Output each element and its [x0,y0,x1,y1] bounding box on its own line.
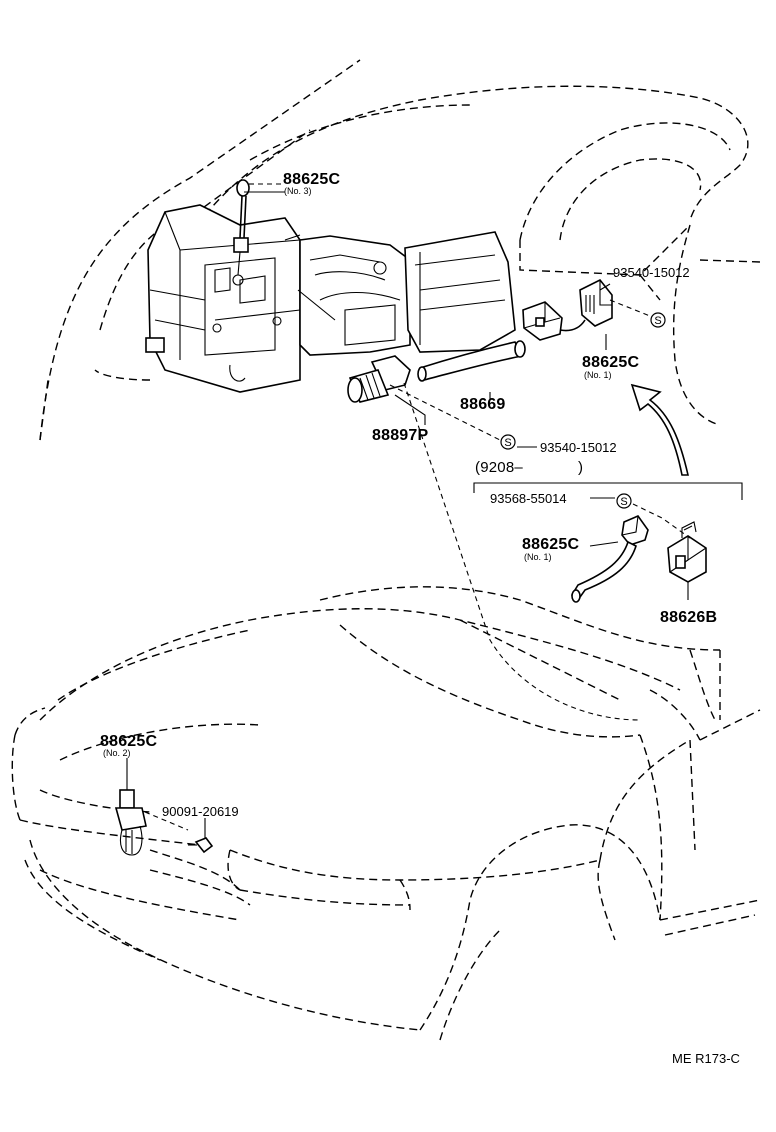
callout-88625c-no1-upper: 88625C [582,354,639,371]
callout-88625c-no1-upper-note: (No. 1) [584,370,612,380]
callout-93540-15012-upper: 93540-15012 [613,265,690,280]
callout-88897p: 88897P [372,427,428,444]
callout-88625c-no3-note: (No. 3) [284,186,312,196]
s-marker-3: S [616,493,632,509]
ambient-sensor-no2 [114,789,214,856]
dashboard-outline [39,59,761,441]
callout-88625c-no2-note: (No. 2) [103,748,131,758]
s-marker-2: S [500,434,516,450]
room-temp-sensor [522,278,613,341]
callout-88625c-no1-lower-note: (No. 1) [524,552,552,562]
aspirator [347,355,411,403]
evaporator-unit [404,231,516,353]
heater-unit [145,204,301,393]
callout-93568-55014: 93568-55014 [490,491,567,506]
reference-code: ME R173-C [672,1051,740,1066]
date-range-bracket [473,482,743,500]
date-range-close: ) [578,459,583,476]
aspirator-hose [417,340,526,382]
leader-lines [126,183,691,838]
svg-text:S: S [504,437,511,449]
callout-93540-15012-lower: 93540-15012 [540,440,617,455]
callout-88626b: 88626B [660,609,717,626]
blower-unit [284,234,411,356]
callout-88625c-no2: 88625C [100,733,157,750]
direction-arrow [630,383,690,476]
date-range-open: (9208– [475,459,523,476]
callout-88625c-no1-lower: 88625C [522,536,579,553]
s-marker-1: S [650,312,666,328]
connector-88626b [667,521,707,583]
svg-text:S: S [654,315,661,327]
car-front-outline [11,586,761,1041]
callout-88625c-no3: 88625C [283,171,340,188]
callout-90091-20619: 90091-20619 [162,804,239,819]
sensor-assy-no1 [570,515,649,603]
callout-88669: 88669 [460,396,506,413]
svg-text:S: S [620,496,627,508]
